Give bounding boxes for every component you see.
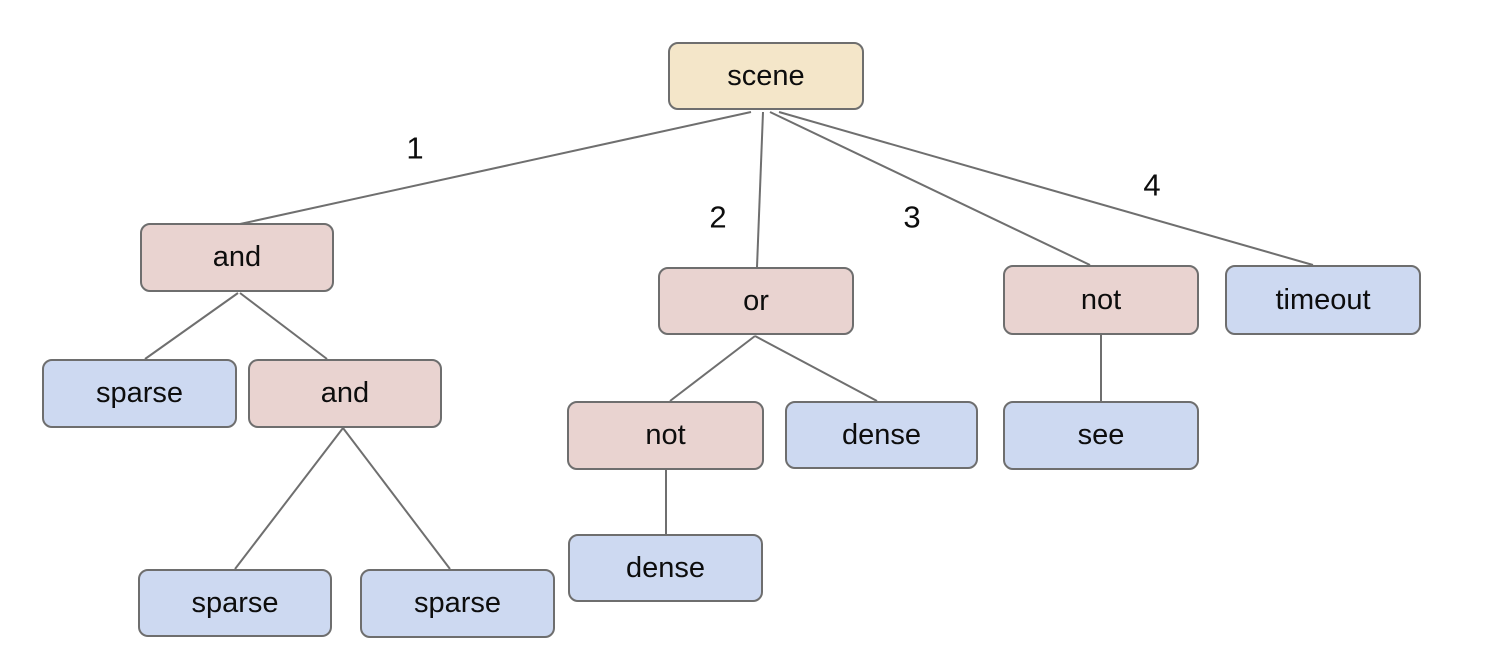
node-timeout-1: timeout xyxy=(1225,265,1421,335)
edge-or-1-to-not-2 xyxy=(669,335,756,402)
node-and-1: and xyxy=(140,223,334,292)
edge-and-1-to-and-2 xyxy=(239,292,328,360)
edge-label-3: 3 xyxy=(903,199,921,235)
edge-scene-to-timeout-1 xyxy=(778,111,1314,266)
node-dense-2: dense xyxy=(568,534,763,602)
node-scene: scene xyxy=(668,42,864,110)
node-sparse-2: sparse xyxy=(138,569,332,637)
edge-scene-to-and-1 xyxy=(239,111,752,225)
node-not-2: not xyxy=(567,401,764,470)
edge-and-1-to-sparse-1 xyxy=(144,292,239,360)
edge-label-4: 4 xyxy=(1143,167,1161,203)
node-and-2: and xyxy=(248,359,442,428)
edge-label-2: 2 xyxy=(709,199,727,235)
edge-and-2-to-sparse-2 xyxy=(234,427,344,570)
edge-scene-to-not-1 xyxy=(769,111,1091,266)
edge-label-1: 1 xyxy=(406,130,424,166)
edge-scene-to-or-1 xyxy=(756,111,764,268)
node-not-1: not xyxy=(1003,265,1199,335)
edge-or-1-to-dense-1 xyxy=(754,335,878,402)
node-see-1: see xyxy=(1003,401,1199,470)
node-sparse-1: sparse xyxy=(42,359,237,428)
edge-and-2-to-sparse-3 xyxy=(342,427,451,570)
node-sparse-3: sparse xyxy=(360,569,555,638)
node-or-1: or xyxy=(658,267,854,335)
node-dense-1: dense xyxy=(785,401,978,469)
